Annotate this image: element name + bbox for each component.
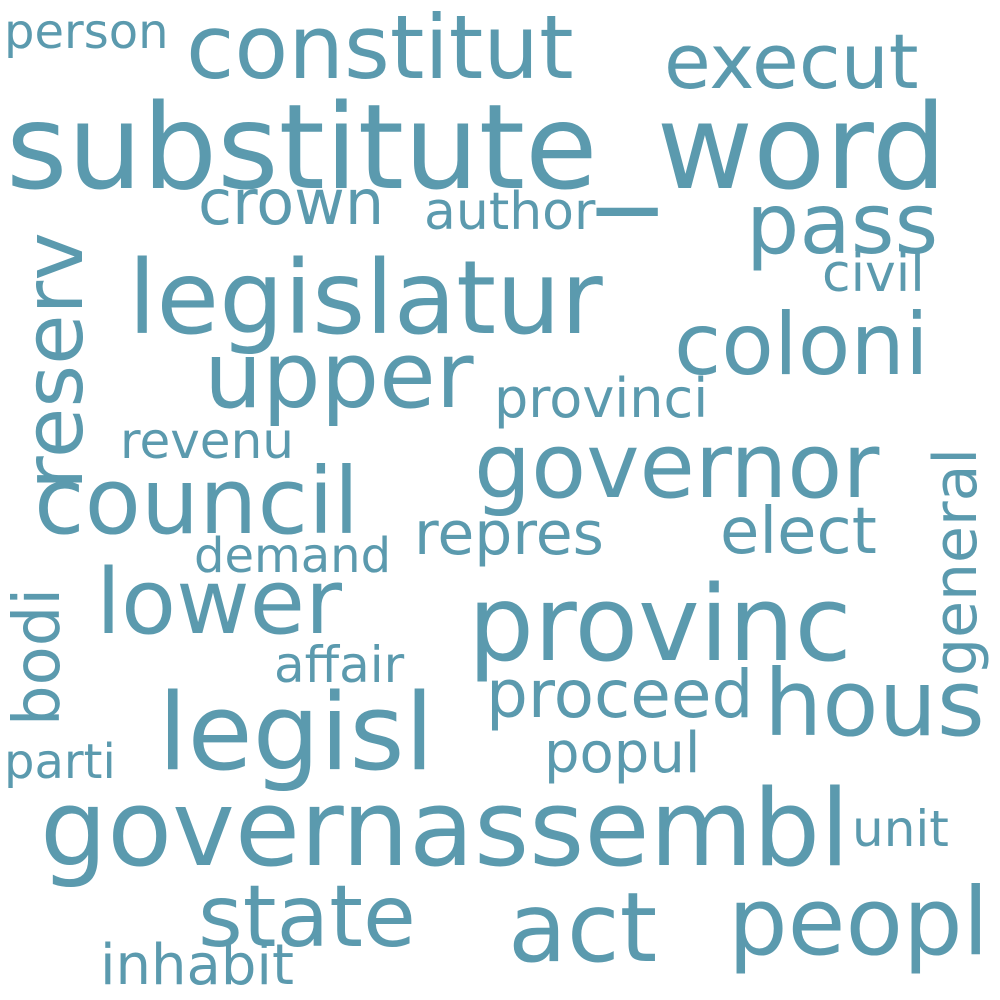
word-proceed: proceed [486,656,754,733]
word-unit: unit [852,800,949,858]
word-act: act [508,872,658,984]
word-substitute-word: substitute_word [6,78,947,216]
word-legislatur: legislatur [128,239,603,358]
word-upper: upper [204,322,474,429]
word-general: general [921,447,991,676]
word-state: state [198,867,416,967]
word-parti: parti [4,734,116,790]
word-council: council [34,448,360,555]
word-governassembl: governassembl [40,767,850,890]
word-repres: repres [414,499,604,569]
word-coloni: coloni [674,295,929,395]
word-legisl: legisl [158,671,435,794]
word-lower: lower [96,550,343,655]
word-execut: execut [664,17,919,106]
word-popul: popul [544,721,701,786]
word-constitut: constitut [186,0,574,99]
word-elect: elect [720,495,877,569]
word-civil: civil [822,244,925,304]
word-peopl: peopl [728,868,989,977]
word-affair: affair [274,636,405,694]
word-inhabit: inhabit [100,933,294,998]
word-person: person [4,4,169,60]
word-bodi: bodi [1,587,75,726]
word-provinc: provinc [468,563,852,685]
word-pass: pass [746,175,939,273]
word-author: author [424,182,596,242]
word-provinci: provinci [494,367,709,430]
word-demand: demand [194,528,392,584]
word-hous: hous [764,650,985,757]
word-crown: crown [198,166,385,239]
word-revenu: revenu [120,412,294,470]
word-governor: governor [474,414,880,519]
